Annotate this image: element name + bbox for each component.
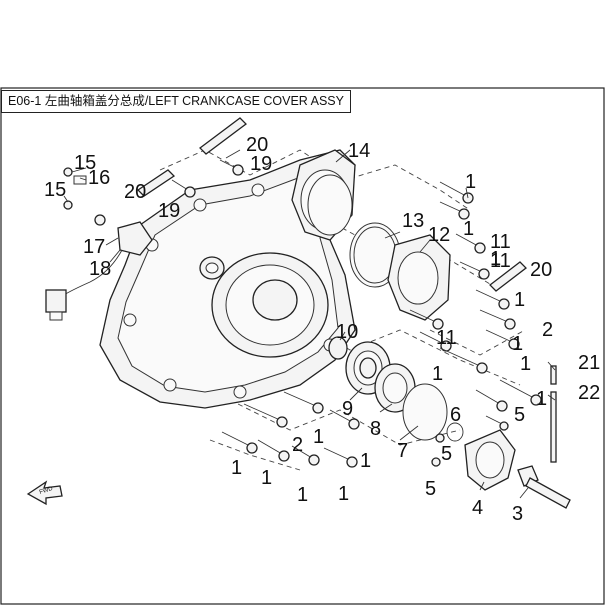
bearing-9 bbox=[345, 341, 391, 395]
bolt-3 bbox=[517, 465, 571, 509]
callout-1i: 1 bbox=[313, 426, 324, 448]
crankcase-cover-body bbox=[99, 149, 356, 409]
callout-15b: 15 bbox=[44, 179, 66, 201]
cover-12 bbox=[387, 234, 451, 321]
rod-22 bbox=[550, 391, 557, 463]
callout-1e: 1 bbox=[512, 333, 523, 355]
fwd-label: FWD bbox=[39, 486, 54, 496]
callout-13: 13 bbox=[402, 210, 424, 232]
plate-7 bbox=[402, 383, 448, 441]
callout-15a: 15 bbox=[74, 152, 96, 174]
callout-5c: 5 bbox=[425, 478, 436, 500]
diagram-title: E06-1 左曲轴箱盖分总成/LEFT CRANKCASE COVER ASSY bbox=[1, 90, 351, 113]
bracket-20c bbox=[489, 261, 527, 292]
callout-1g: 1 bbox=[432, 363, 443, 385]
callout-16: 16 bbox=[88, 167, 110, 189]
callout-19b: 19 bbox=[158, 200, 180, 222]
callout-1c: 1 bbox=[490, 248, 501, 270]
fwd-arrow-icon: FWD bbox=[26, 480, 63, 506]
o-ring-6 bbox=[446, 422, 464, 442]
callout-1n: 1 bbox=[338, 483, 349, 505]
callout-3: 3 bbox=[512, 503, 523, 525]
callout-1f: 1 bbox=[520, 353, 531, 375]
callout-7: 7 bbox=[397, 440, 408, 462]
callout-11c: 11 bbox=[436, 327, 457, 349]
bolts bbox=[171, 159, 542, 468]
callout-20c: 20 bbox=[530, 259, 552, 281]
diagram-frame bbox=[0, 87, 605, 605]
gasket-14 bbox=[307, 174, 353, 236]
callout-5a: 5 bbox=[514, 404, 525, 426]
callout-1d: 1 bbox=[514, 289, 525, 311]
callout-1j: 1 bbox=[231, 457, 242, 479]
bracket-20b bbox=[136, 169, 176, 197]
callout-19a: 19 bbox=[250, 153, 272, 175]
callout-12: 12 bbox=[428, 224, 450, 246]
sensor-assembly bbox=[45, 221, 153, 321]
callout-1a: 1 bbox=[465, 171, 476, 193]
pin-21 bbox=[550, 365, 557, 385]
leader-lines bbox=[63, 149, 556, 499]
callout-18: 18 bbox=[89, 258, 111, 280]
callout-1b: 1 bbox=[463, 218, 474, 240]
callout-1l: 1 bbox=[261, 467, 272, 489]
callout-14: 14 bbox=[348, 140, 370, 162]
callout-4: 4 bbox=[472, 497, 483, 519]
callout-11b: 11 bbox=[490, 250, 511, 272]
callout-5b: 5 bbox=[441, 443, 452, 465]
callout-1k: 1 bbox=[360, 450, 371, 472]
oil-seal-10 bbox=[328, 336, 348, 360]
callout-9: 9 bbox=[342, 398, 353, 420]
callout-labels: 20 19 14 15 16 15 20 19 1 13 1 12 17 18 … bbox=[44, 134, 600, 525]
callout-2a: 2 bbox=[542, 319, 553, 341]
bracket-20a bbox=[199, 117, 247, 155]
callout-10: 10 bbox=[336, 321, 358, 343]
callout-1m: 1 bbox=[297, 484, 308, 506]
callout-20a: 20 bbox=[246, 134, 268, 156]
callout-20b: 20 bbox=[124, 181, 146, 203]
callout-1h: 1 bbox=[536, 388, 547, 410]
callout-17: 17 bbox=[83, 236, 105, 258]
callout-21: 21 bbox=[578, 352, 600, 374]
callout-2b: 2 bbox=[292, 434, 303, 456]
callout-11a: 11 bbox=[490, 231, 511, 253]
housing-4 bbox=[464, 429, 516, 491]
callout-22: 22 bbox=[578, 382, 600, 404]
callout-6: 6 bbox=[450, 404, 461, 426]
screws-15-16 bbox=[63, 167, 106, 226]
callout-8: 8 bbox=[370, 418, 381, 440]
